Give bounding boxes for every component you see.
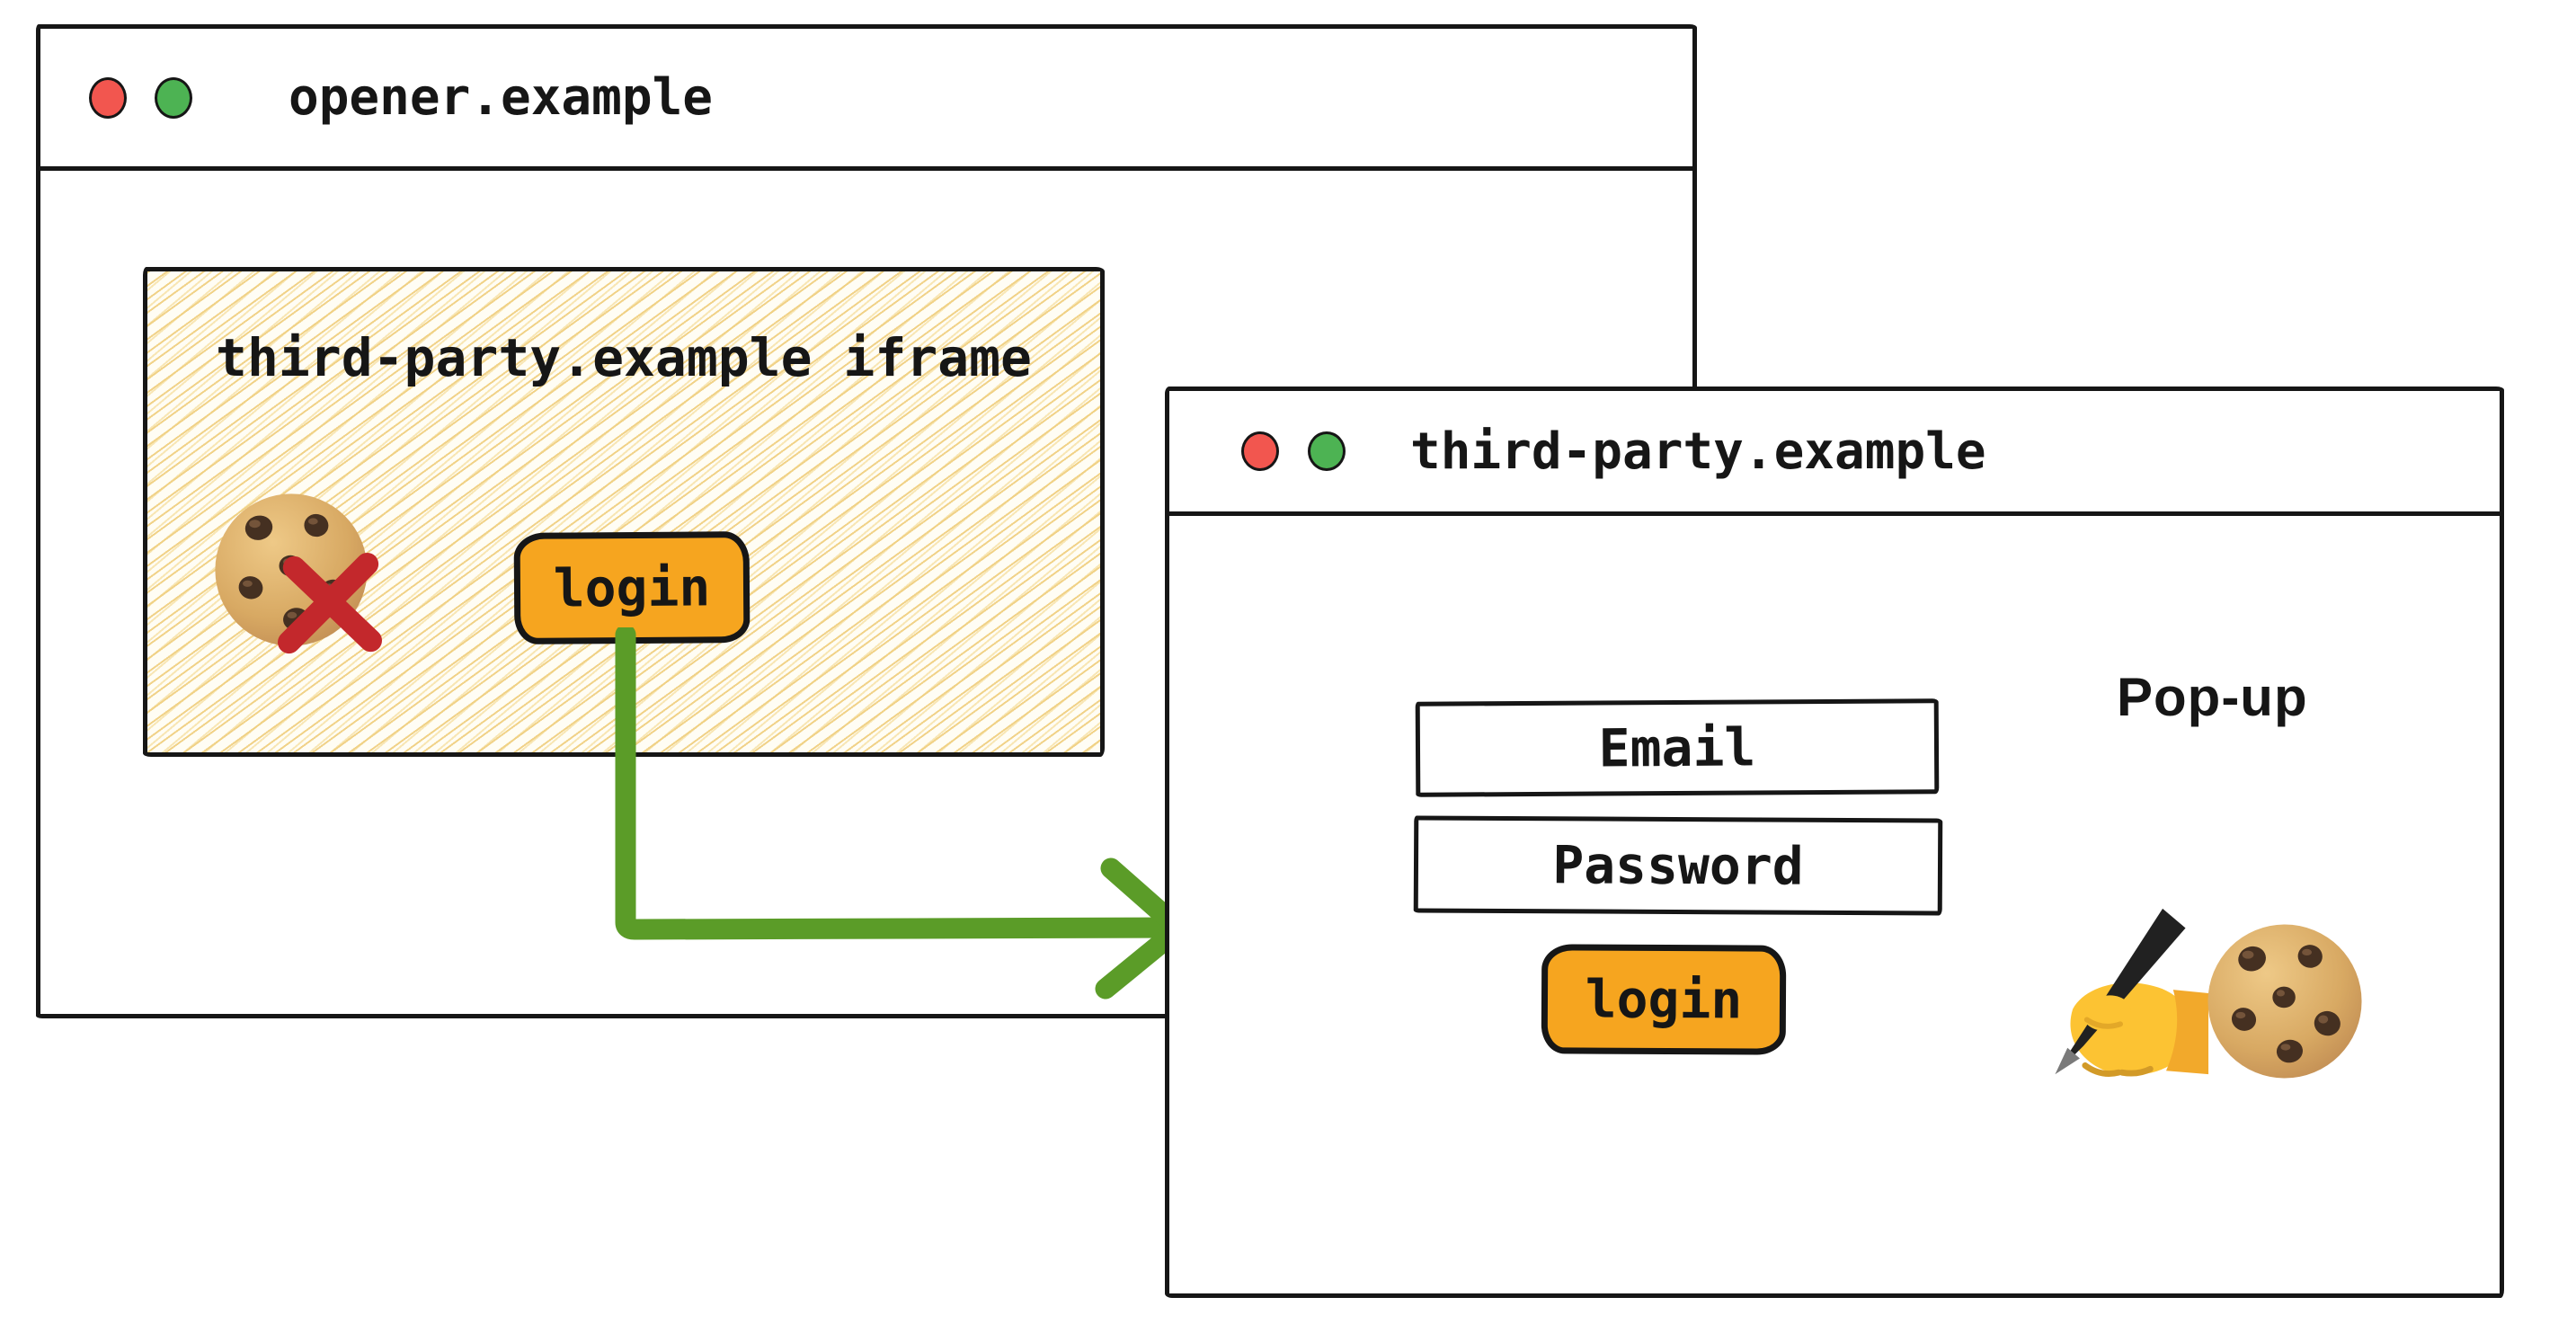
email-field[interactable]: Email (1415, 698, 1940, 797)
cookie-icon (2207, 924, 2362, 1079)
popup-titlebar: third-party.example (1169, 391, 2500, 516)
popup-label: Pop-up (2117, 667, 2308, 727)
password-field[interactable]: Password (1413, 815, 1943, 916)
popup-window-title: third-party.example (1410, 422, 1986, 481)
traffic-light-red-icon[interactable] (89, 76, 127, 119)
iframe-label: third-party.example iframe (216, 327, 1032, 388)
traffic-light-green-icon[interactable] (1308, 431, 1346, 471)
opener-window-title: opener.example (289, 68, 714, 127)
flow-arrow-icon (615, 627, 1190, 1000)
traffic-light-red-icon[interactable] (1241, 431, 1279, 471)
popup-login-button[interactable]: login (1541, 944, 1787, 1055)
writing-hand-icon (2055, 908, 2209, 1077)
popup-window: third-party.example Pop-up Email Passwor… (1165, 387, 2504, 1298)
traffic-light-green-icon[interactable] (155, 76, 192, 119)
opener-titlebar: opener.example (40, 29, 1692, 171)
blocked-x-icon (278, 552, 382, 654)
